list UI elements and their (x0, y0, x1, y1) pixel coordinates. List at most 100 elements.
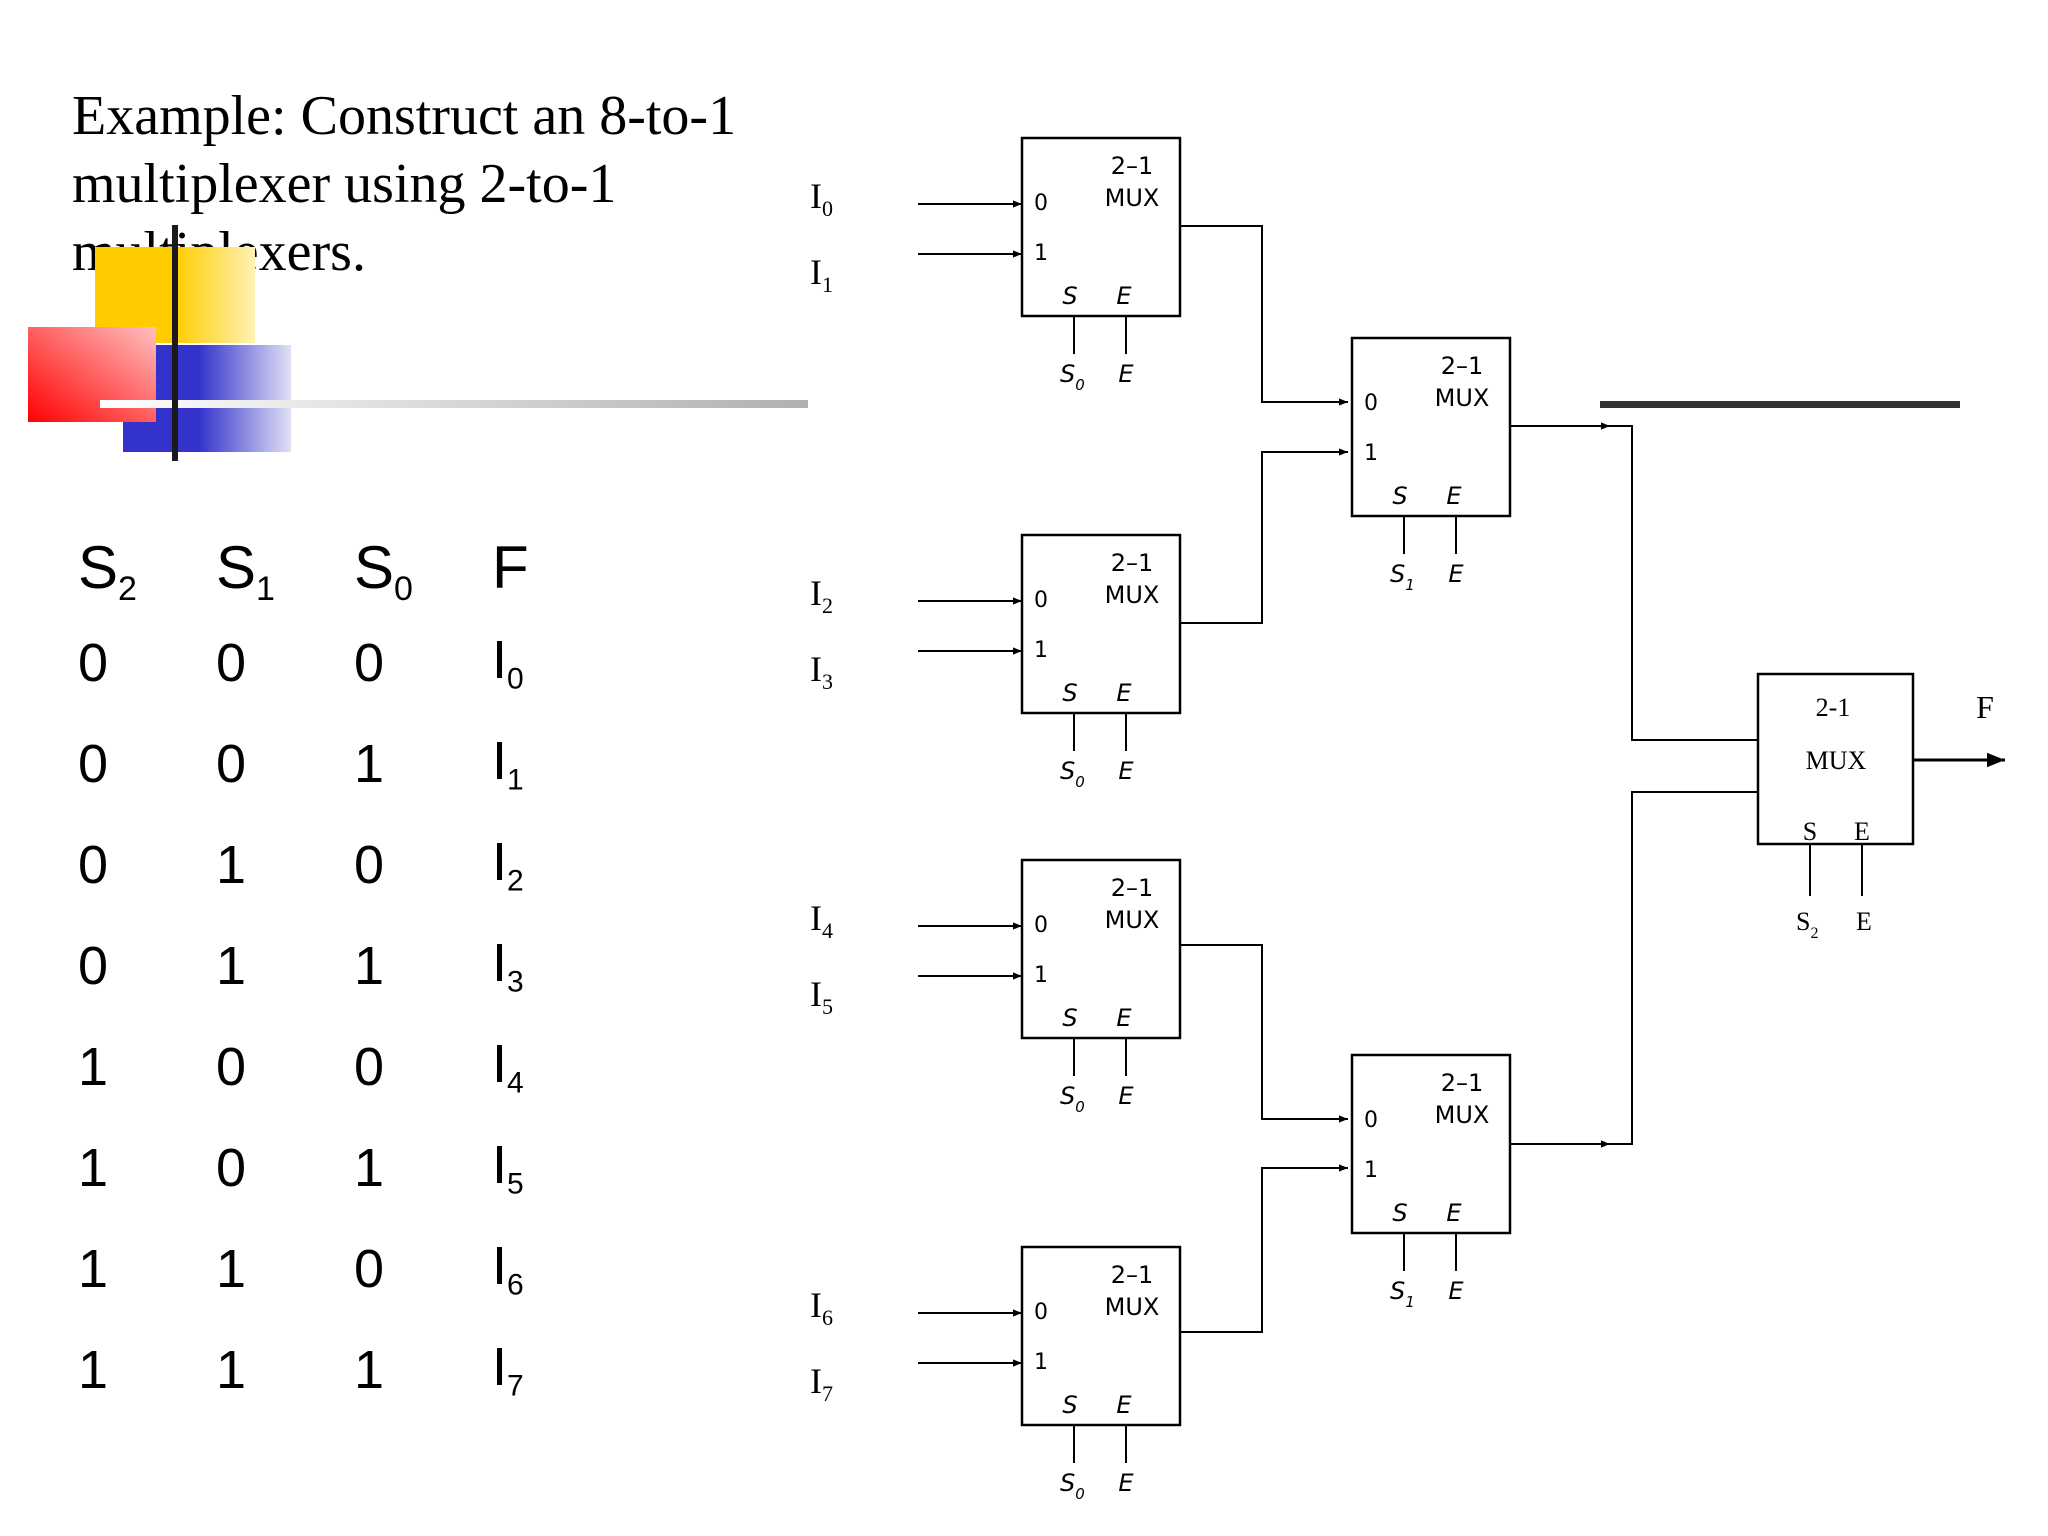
cell-f: I7 (492, 1336, 524, 1403)
mux-box (1350, 1053, 1512, 1235)
mux-label-top: 2–1 (1111, 152, 1154, 180)
enable-pin-label: E (1854, 817, 1870, 846)
input-label: I1 (810, 252, 833, 297)
decorative-logo (28, 225, 808, 461)
enable-signal-label: E (1118, 1469, 1134, 1497)
mux-box (1020, 858, 1182, 1040)
cell-s1: 1 (216, 935, 247, 996)
enable-signal-label: E (1118, 1082, 1134, 1110)
select-pin-label: S (1062, 679, 1077, 707)
mux-label-top: 2–1 (1111, 549, 1154, 577)
input-port-1: 1 (1034, 1350, 1048, 1375)
input-port-0: 0 (1364, 1108, 1378, 1133)
cell-s0: 0 (354, 834, 385, 895)
input-port-1: 1 (1034, 963, 1048, 988)
input-label: I0 (810, 176, 833, 221)
header-s2: S2 (78, 534, 137, 608)
select-signal-label: S1 (1390, 560, 1415, 594)
mux-label-top: 2–1 (1111, 874, 1154, 902)
select-signal-label: S1 (1390, 1277, 1415, 1311)
cell-s0: 0 (354, 1036, 385, 1097)
input-port-1: 1 (1034, 241, 1048, 266)
mux-label-bottom: MUX (1435, 1101, 1490, 1129)
input-label: I7 (810, 1361, 833, 1406)
enable-pin-label: E (1116, 1004, 1132, 1032)
mux-box (1756, 672, 1915, 846)
cell-s1: 1 (216, 1238, 247, 1299)
select-pin-label: S (1062, 1004, 1077, 1032)
enable-pin-label: E (1116, 1391, 1132, 1419)
decorative-rule (1600, 401, 1960, 408)
input-port-1: 1 (1364, 1158, 1378, 1183)
input-label: I2 (810, 573, 833, 618)
enable-pin-label: E (1116, 282, 1132, 310)
mux-label-bottom: MUX (1806, 746, 1867, 775)
table-row: 1 1 1 I7 (78, 1319, 630, 1420)
cell-s2: 0 (78, 632, 109, 693)
input-label: I6 (810, 1285, 833, 1330)
cell-f: I5 (492, 1134, 524, 1201)
mux-label-top: 2–1 (1111, 1261, 1154, 1289)
input-port-1: 1 (1364, 441, 1378, 466)
cell-f: I6 (492, 1235, 524, 1302)
cell-f: I4 (492, 1033, 524, 1100)
cell-s1: 1 (216, 1339, 247, 1400)
mux-label-bottom: MUX (1105, 1293, 1160, 1321)
select-pin-label: S (1062, 1391, 1077, 1419)
select-pin-label: S (1392, 482, 1407, 510)
mux-label-bottom: MUX (1105, 906, 1160, 934)
mux-label-bottom: MUX (1435, 384, 1490, 412)
mux-box (1020, 533, 1182, 715)
input-label: I3 (810, 649, 833, 694)
table-row: 0 1 1 I3 (78, 915, 630, 1016)
cell-f: I3 (492, 932, 524, 999)
mux-box (1020, 1245, 1182, 1427)
cell-s2: 1 (78, 1339, 109, 1400)
cell-f: I0 (492, 629, 524, 696)
header-s0: S0 (354, 534, 413, 608)
cell-s0: 0 (354, 632, 385, 693)
select-pin-label: S (1062, 282, 1077, 310)
cell-s0: 0 (354, 1238, 385, 1299)
mux-label-bottom: MUX (1105, 581, 1160, 609)
cell-s2: 0 (78, 935, 109, 996)
truth-table-header-row: S2 S1 S0 F (78, 530, 630, 612)
input-port-0: 0 (1034, 588, 1048, 613)
cell-f: I1 (492, 730, 524, 797)
enable-pin-label: E (1446, 1199, 1462, 1227)
cell-s2: 1 (78, 1036, 109, 1097)
input-label: I5 (810, 974, 833, 1019)
cell-s0: 1 (354, 935, 385, 996)
cell-s2: 1 (78, 1137, 109, 1198)
header-s1: S1 (216, 534, 275, 608)
input-port-1: 1 (1034, 638, 1048, 663)
cell-s1: 1 (216, 834, 247, 895)
header-f: F (492, 534, 529, 602)
mux-label-top: 2-1 (1816, 693, 1851, 722)
cell-s1: 0 (216, 733, 247, 794)
cell-s2: 1 (78, 1238, 109, 1299)
cell-s0: 1 (354, 1339, 385, 1400)
enable-signal-label: E (1448, 560, 1464, 588)
enable-signal-label: E (1118, 360, 1134, 388)
mux-label-top: 2–1 (1441, 1069, 1484, 1097)
input-port-0: 0 (1364, 391, 1378, 416)
enable-signal-label: E (1448, 1277, 1464, 1305)
enable-pin-label: E (1446, 482, 1462, 510)
cell-s0: 1 (354, 733, 385, 794)
input-port-0: 0 (1034, 191, 1048, 216)
wires (1180, 225, 2005, 1333)
mux-box (1020, 136, 1182, 318)
